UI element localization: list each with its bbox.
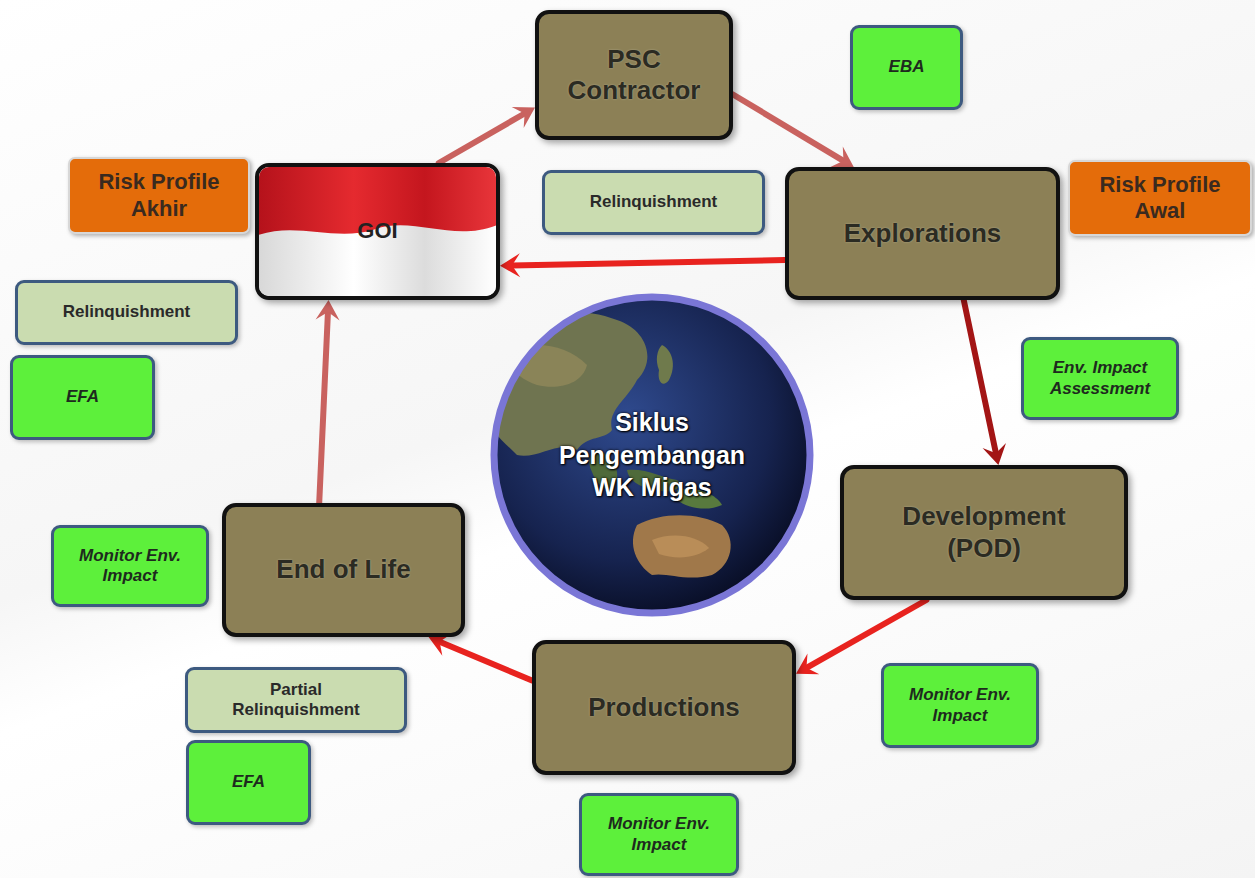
flow-arrow (733, 95, 854, 168)
flow-arrow (316, 300, 340, 503)
process-box: Productions (532, 640, 796, 775)
process-box: End of Life (222, 503, 465, 637)
government-box: GOI (255, 163, 500, 300)
node-label: Relinquishment (590, 192, 718, 212)
flow-arrow (500, 253, 785, 277)
arrow-head (796, 653, 819, 674)
arrow-line (733, 95, 843, 161)
node-label: Partial Relinquishment (221, 680, 371, 721)
arrow-head (500, 253, 520, 277)
note-box: EFA (10, 355, 155, 440)
status-tag: Relinquishment (15, 280, 238, 345)
node-label: Development (POD) (884, 501, 1084, 563)
process-box: Development (POD) (840, 465, 1128, 600)
flow-arrow (439, 107, 535, 163)
node-label: Env. Impact Assessment (1032, 358, 1168, 399)
note-box: EBA (850, 25, 963, 110)
arrow-head (830, 146, 853, 167)
arrow-line (964, 300, 996, 453)
node-label: End of Life (276, 554, 410, 585)
arrow-line (319, 312, 328, 503)
note-box: Monitor Env. Impact (881, 663, 1039, 748)
risk-tag: Risk Profile Akhir (68, 157, 250, 234)
node-label: GOI (357, 218, 397, 244)
arrow-head (429, 634, 452, 656)
note-box: Monitor Env. Impact (579, 793, 739, 876)
process-box: Explorations (785, 167, 1060, 300)
status-tag: Relinquishment (542, 170, 765, 235)
risk-tag: Risk Profile Awal (1068, 160, 1252, 237)
node-label: Siklus Pengembangan WK Migas (547, 406, 757, 504)
flow-arrow (964, 300, 1006, 465)
arrow-line (440, 642, 532, 681)
arrow-line (512, 260, 785, 265)
globe-circle: Siklus Pengembangan WK Migas (487, 290, 817, 620)
node-label: PSC Contractor (549, 44, 719, 106)
arrow-head (983, 443, 1006, 465)
node-label: Explorations (844, 218, 1001, 249)
arrow-line (806, 600, 926, 668)
node-label: Monitor Env. Impact (892, 685, 1028, 726)
note-box: EFA (186, 740, 311, 825)
node-label: EBA (889, 57, 925, 77)
node-label: Risk Profile Akhir (78, 169, 240, 222)
note-box: Env. Impact Assessment (1021, 337, 1179, 420)
node-label: Relinquishment (63, 302, 191, 322)
arrow-head (316, 300, 340, 321)
note-box: Monitor Env. Impact (51, 525, 209, 607)
arrow-head (512, 107, 535, 128)
node-label: Risk Profile Awal (1078, 172, 1242, 225)
node-label: Monitor Env. Impact (62, 546, 198, 587)
node-label: EFA (232, 772, 265, 792)
node-label: Productions (588, 692, 740, 723)
node-label: EFA (66, 387, 99, 407)
process-box: PSC Contractor (535, 10, 733, 140)
flow-arrow (429, 634, 532, 681)
status-tag: Partial Relinquishment (185, 667, 407, 733)
node-label: Monitor Env. Impact (590, 814, 728, 855)
arrow-line (439, 113, 525, 163)
